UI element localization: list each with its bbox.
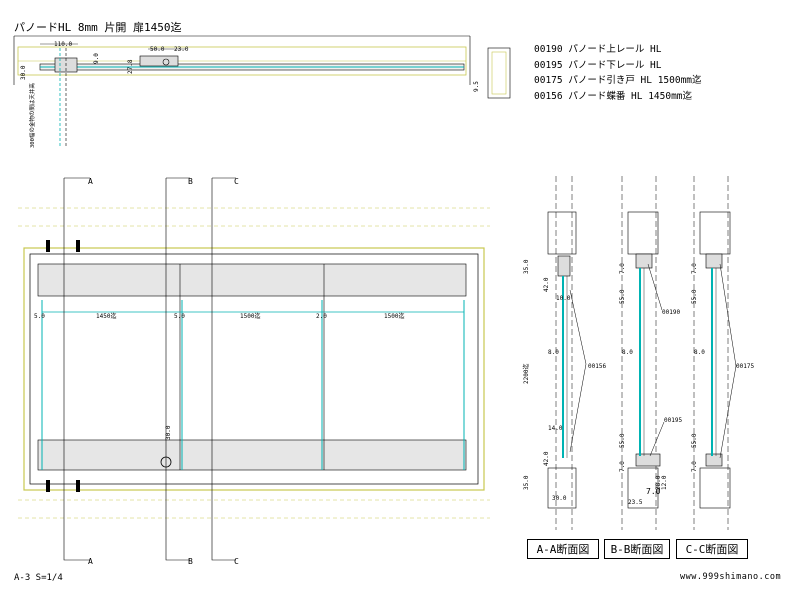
sec-a-d42: 42.0 [543,277,550,292]
plan-view: 110.0 50.0 23.0 27.8 9.0 9.5 300幅の金物の間は天… [13,35,511,148]
parts-list-item: 00190 パノード上レール HL [534,44,662,55]
sec-c-d8: 8.0 [694,349,705,356]
section-marker-a-top: A [88,177,93,186]
elev-width-3: 1500迄 [384,312,404,320]
sec-a-d14: 14.0 [548,425,563,432]
sec-c-d7b: 7.0 [691,461,698,472]
elev-width-1: 1450迄 [96,312,116,320]
sec-b-d7c: 7.0 [646,487,661,496]
section-marker-c-top: C [234,177,239,186]
sec-a-top: 35.0 [523,259,530,274]
section-a-label: A-A断面図 [527,539,599,559]
plan-dim-9: 9.0 [93,53,100,64]
parts-list-item: 00175 パノード引き戸 HL 1500mm迄 [534,75,702,86]
plan-dim-side: 9.5 [473,81,480,92]
section-marker-c-bottom: C [234,557,239,566]
sec-c-d55b: 55.0 [691,433,698,448]
parts-list-item: 00195 パノード下レール HL [534,59,662,71]
sheet-number: A-3 S=1/4 [14,573,63,583]
website-url: www.999shimano.com [680,572,782,582]
sec-b-d8: 8.0 [622,349,633,356]
sec-a-height: 2200迄 [522,364,530,384]
elev-width-2: 1500迄 [240,312,260,320]
sec-b-callout-top: 00190 [662,309,680,316]
sec-b-d55b: 55.0 [619,433,626,448]
sec-b-base: 23.5 [628,499,643,506]
sec-b-d7: 7.0 [619,263,626,274]
sec-c-d7: 7.0 [691,263,698,274]
section-c: 7.0 55.0 8.0 55.0 7.0 00175 [691,176,754,530]
section-a: 35.0 42.0 10.0 8.0 2200迄 14.0 42.0 35.0 … [522,176,606,530]
sec-b-d12: 12.0 [661,475,668,490]
sec-b-d7b: 7.0 [619,461,626,472]
sec-a-callout: 00156 [588,363,606,370]
plan-dim-23: 23.0 [174,46,189,53]
elevation-view: 5.0 1450迄 5.0 1500迄 2.0 1500迄 30.0 A B C… [18,177,490,566]
section-b: 7.0 55.0 8.0 55.0 7.0 23.5 7.0 28.0 12.0… [619,176,682,530]
sec-b-callout-bottom: 00195 [664,417,682,424]
section-c-label: C-C断面図 [676,539,748,559]
sec-c-callout: 00175 [736,363,754,370]
elev-dim-left: 5.0 [34,313,45,320]
sec-a-base: 30.0 [552,495,567,502]
plan-dim-27: 27.8 [127,59,134,74]
section-b-label: B-B断面図 [604,539,670,559]
elev-dim-mid1: 5.0 [174,313,185,320]
sec-a-d10: 10.0 [556,295,571,302]
sec-a-bottom: 35.0 [523,475,530,490]
section-marker-b-bottom: B [188,557,193,566]
parts-list: 00190 パノード上レール HL 00195 パノード下レール HL 0017… [534,42,702,104]
sec-b-d55: 55.0 [619,289,626,304]
sec-c-d55: 55.0 [691,289,698,304]
plan-dim-50: 50.0 [150,46,165,53]
plan-dim-30: 30.0 [20,65,27,80]
sec-a-d42b: 42.0 [543,451,550,466]
drawing-title: パノードHL 8mm 片開 扉1450迄 [14,21,182,34]
plan-note-vertical: 300幅の金物の間は天井高 [28,83,36,148]
section-marker-b-top: B [188,177,193,186]
parts-list-item: 00156 パノード蝶番 HL 1450mm迄 [534,90,693,102]
section-marker-a-bottom: A [88,557,93,566]
plan-dim-110: 110.0 [54,41,72,48]
elev-dim-mid2: 2.0 [316,313,327,320]
sec-a-d8: 8.0 [548,349,559,356]
elev-dim-30: 30.0 [165,425,172,440]
sec-b-d28: 28.0 [655,475,662,490]
